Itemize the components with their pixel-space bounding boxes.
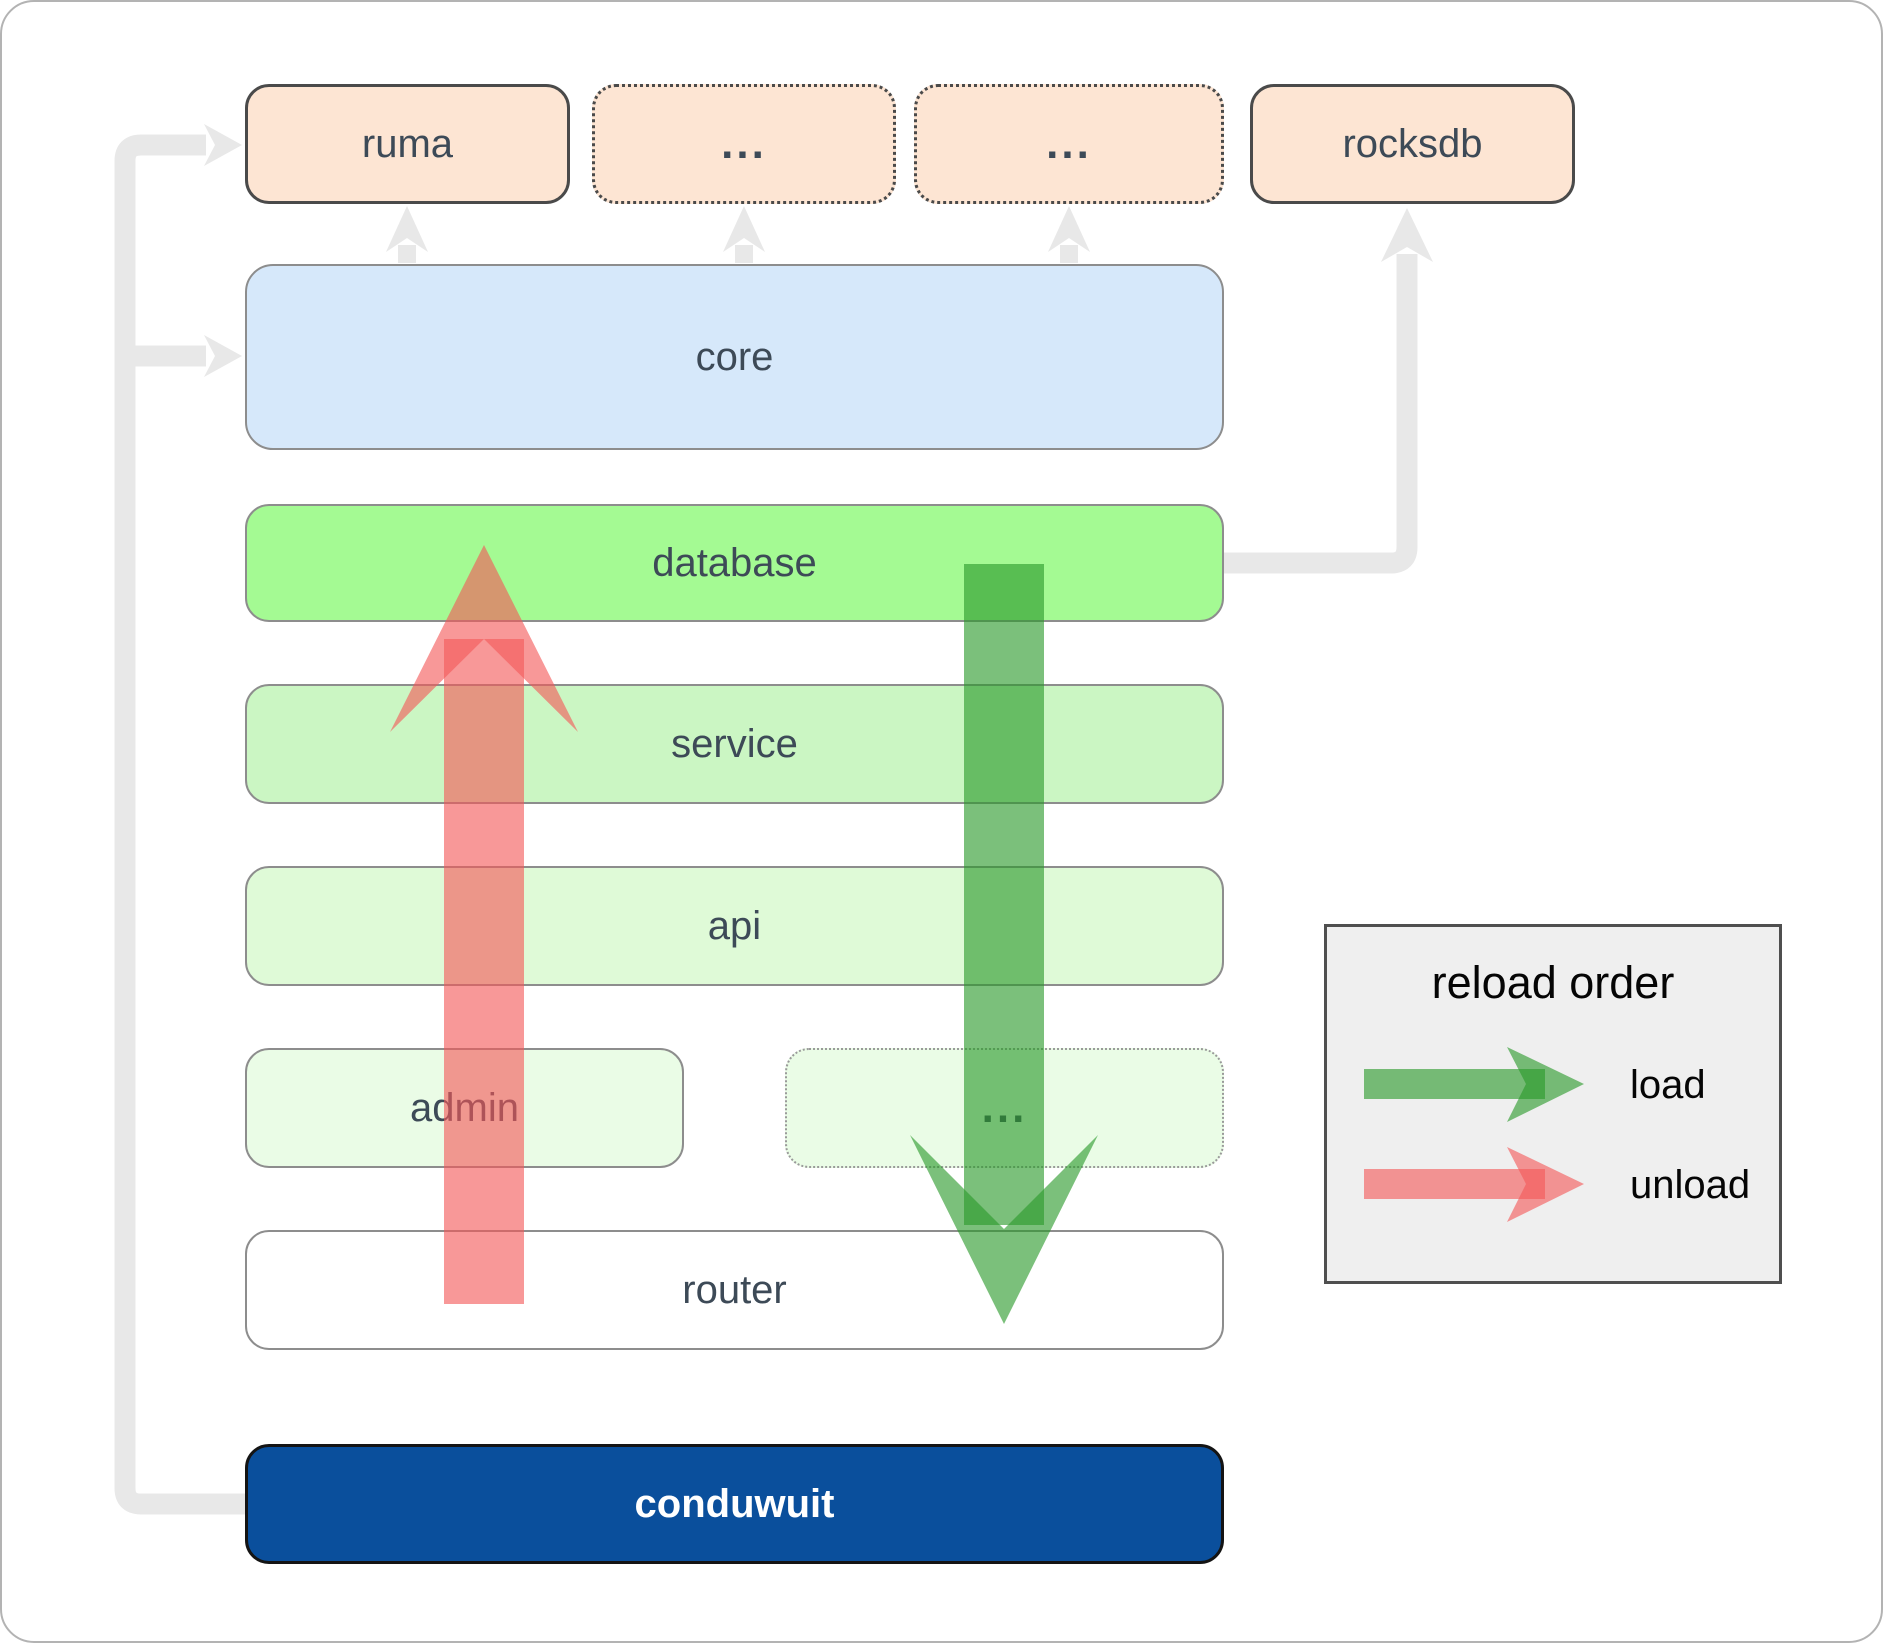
box-ruma: ruma	[245, 84, 570, 204]
up-arrowhead-icon	[386, 206, 428, 252]
box-other-deps-1: ...	[592, 84, 896, 204]
box-rocksdb-label: rocksdb	[1342, 121, 1483, 166]
box-conduwuit: conduwuit	[245, 1444, 1224, 1564]
box-service: service	[245, 684, 1224, 804]
box-core-label: core	[695, 334, 774, 379]
box-api: api	[245, 866, 1224, 986]
box-router: router	[245, 1230, 1224, 1350]
connector-trunk-line	[114, 134, 245, 1515]
box-other-deps-1-label: ...	[721, 119, 767, 168]
legend-unload-label: unload	[1630, 1163, 1751, 1207]
connector-rocksdb-line	[1224, 254, 1418, 574]
up-arrowhead-icon	[723, 206, 765, 252]
right-arrowhead-icon	[204, 124, 242, 166]
box-rocksdb: rocksdb	[1250, 84, 1575, 204]
box-router-label: router	[682, 1267, 787, 1312]
up-arrowhead-icon	[1381, 208, 1433, 262]
box-database: database	[245, 504, 1224, 622]
arrow-core-to-deps-2	[1048, 206, 1090, 263]
arrow-core-to-deps-1	[723, 206, 765, 263]
box-admin-more-label: ...	[981, 1083, 1028, 1132]
box-ruma-label: ruma	[361, 121, 454, 166]
box-other-deps-2-label: ...	[1046, 119, 1092, 168]
connector-conduwuit-to-core	[125, 335, 242, 377]
box-admin-label: admin	[410, 1085, 519, 1130]
connector-database-to-rocksdb	[1224, 208, 1433, 574]
right-arrowhead-icon	[204, 335, 242, 377]
up-arrowhead-icon	[1048, 206, 1090, 252]
arrow-core-to-ruma	[386, 206, 428, 263]
legend-load-label: load	[1630, 1063, 1706, 1107]
box-other-deps-2: ...	[914, 84, 1224, 204]
box-api-label: api	[707, 903, 762, 948]
box-core: core	[245, 264, 1224, 450]
box-admin-more: ...	[785, 1048, 1224, 1168]
box-database-label: database	[652, 540, 817, 585]
legend: reload order load unload	[1324, 924, 1782, 1284]
box-conduwuit-label: conduwuit	[634, 1481, 835, 1526]
connector-conduwuit-to-ruma	[114, 124, 245, 1515]
legend-title: reload order	[1431, 957, 1675, 1008]
box-admin: admin	[245, 1048, 684, 1168]
box-service-label: service	[671, 721, 798, 766]
